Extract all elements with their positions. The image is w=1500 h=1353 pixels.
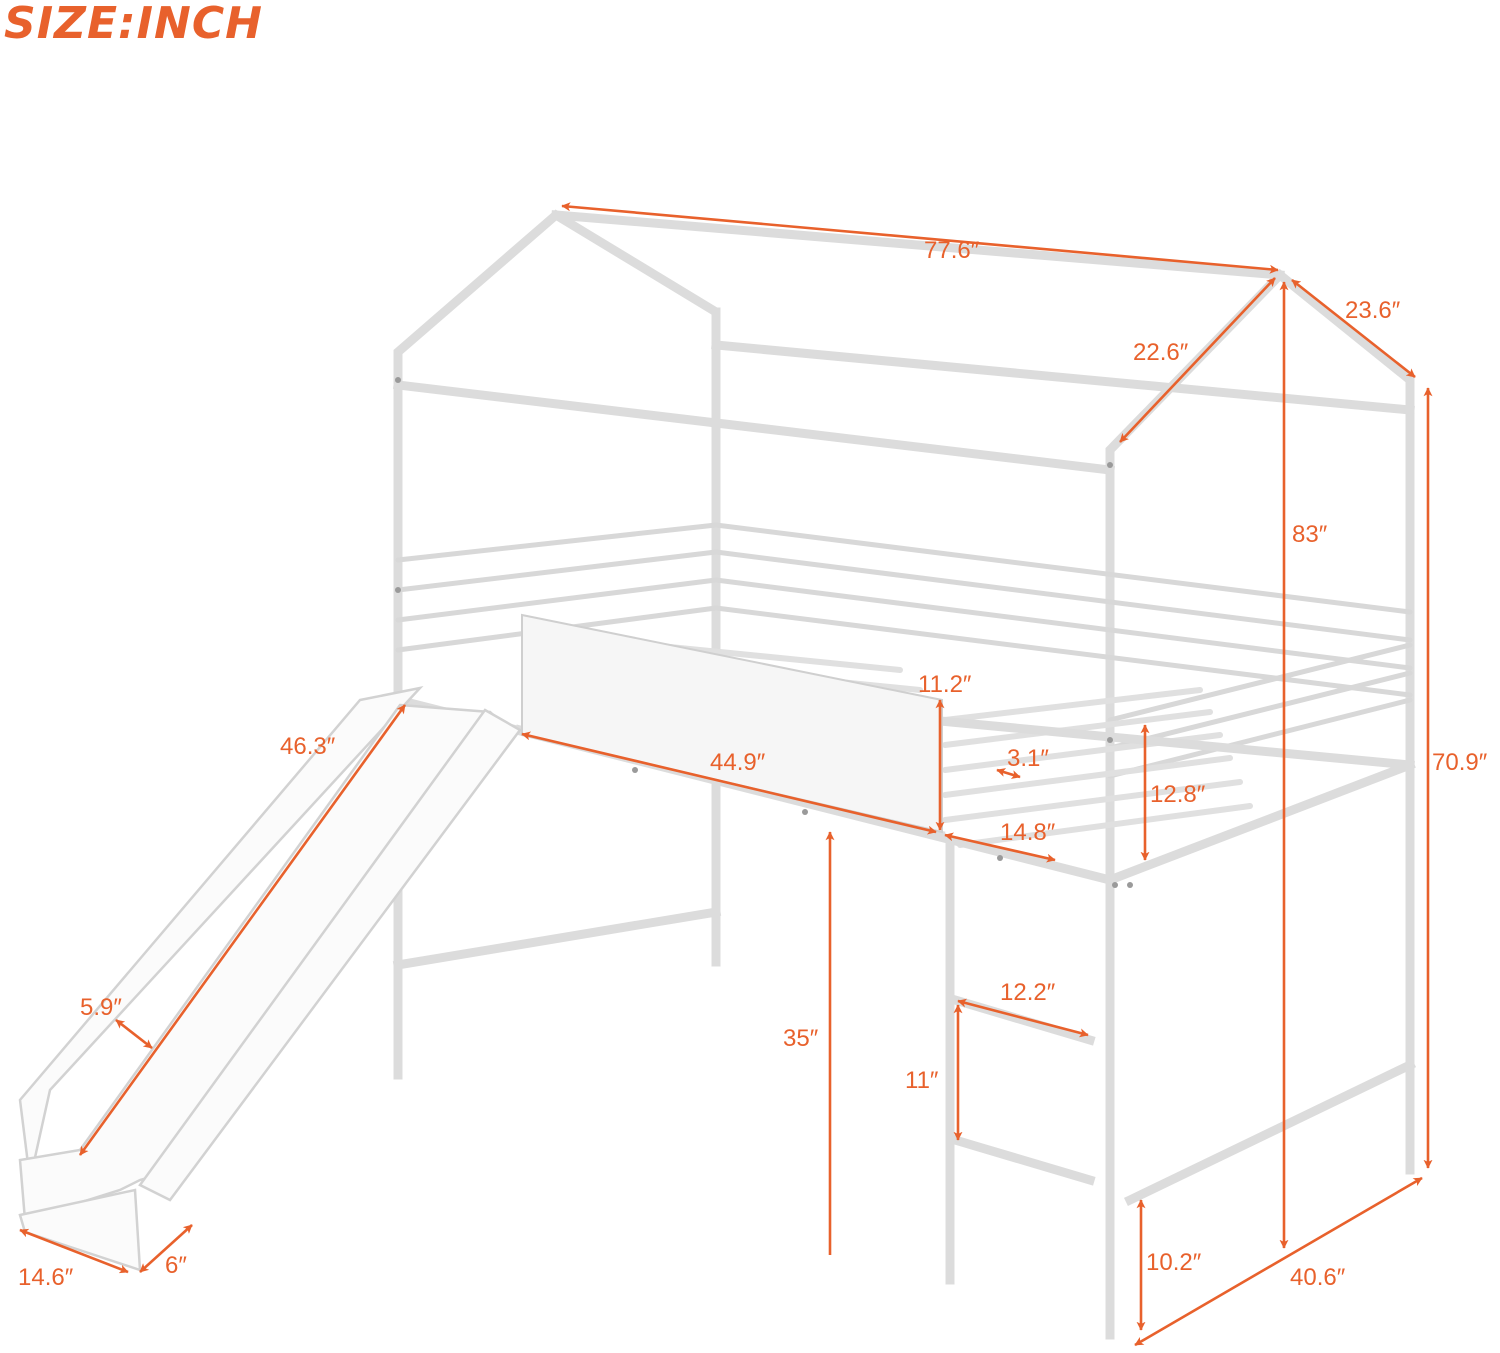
dim-side-post-height: 70.9″ [1432,749,1488,776]
dim-slide-end-height: 6″ [165,1252,187,1279]
dim-roof-slope-side: 23.6″ [1345,297,1401,324]
guard-panel [521,613,943,834]
dim-ladder-step-spacing: 11″ [905,1067,939,1094]
dim-slide-length: 46.3″ [280,733,336,760]
dim-bottom-bar-height: 10.2″ [1146,1249,1202,1276]
size-unit-title: SIZE:INCH [4,0,263,49]
dim-ladder-step-width: 12.2″ [1000,979,1056,1006]
dim-overall-width: 40.6″ [1290,1264,1346,1291]
dimension-lines [19,202,1433,1347]
dim-roof-slope-front: 22.6″ [1133,339,1189,366]
ladder [945,840,1096,1285]
dim-overall-length: 77.6″ [924,237,980,264]
dim-guard-panel-length: 44.9″ [710,749,766,776]
dim-slide-width: 14.6″ [18,1264,74,1291]
dim-under-bed-clearance: 35″ [783,1025,819,1052]
dim-guard-panel-height: 11.2″ [918,671,972,698]
slide [18,686,522,1272]
dim-ladder-opening: 14.8″ [1000,819,1056,846]
dim-slat-gap: 3.1″ [1007,745,1049,772]
dim-slide-wall-width: 5.9″ [80,994,122,1021]
dim-overall-height: 83″ [1292,521,1328,548]
dim-rail-height: 12.8″ [1150,781,1206,808]
